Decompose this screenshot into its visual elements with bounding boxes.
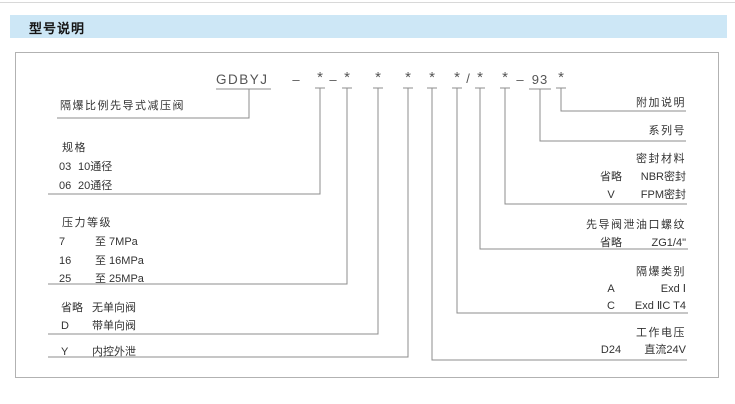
explosion-class-code: A xyxy=(607,283,615,295)
explosion-class-desc: Exd Ⅰ xyxy=(660,283,686,295)
check-valve-row: 省略 无单向阀 xyxy=(61,302,136,315)
valve-name-label: 隔爆比例先导式减压阀 xyxy=(60,100,185,112)
explosion-class-code: C xyxy=(607,300,615,312)
section-header-bar xyxy=(10,15,727,38)
pilot-thread-code: 省略 xyxy=(600,237,622,249)
drain-row: Y 内控外泄 xyxy=(61,346,136,359)
check-valve-row: D 带单向阀 xyxy=(61,320,136,333)
pilot-thread-row: 省略 ZG1/4" xyxy=(596,237,686,250)
drain-desc: 内控外泄 xyxy=(92,346,136,358)
spec-desc: 20通径 xyxy=(78,180,113,192)
additional-title: 附加说明 xyxy=(636,97,686,109)
model-code-star-5: * xyxy=(429,69,435,86)
spec-row: 03 10通径 xyxy=(59,161,112,174)
pressure-row: 16 至 16MPa xyxy=(59,255,144,268)
voltage-desc: 直流24V xyxy=(644,344,686,356)
pressure-row: 7 至 7MPa xyxy=(59,236,138,249)
model-code-series-93: 93 xyxy=(531,72,549,87)
model-code-star-1: * xyxy=(317,69,323,86)
seal-title: 密封材料 xyxy=(636,153,686,165)
series-no-title: 系列号 xyxy=(648,125,686,137)
seal-desc: NBR密封 xyxy=(640,171,686,183)
page-top-rule xyxy=(0,2,735,3)
spec-row: 06 20通径 xyxy=(59,180,112,193)
model-code-star-8: * xyxy=(502,69,508,86)
voltage-title: 工作电压 xyxy=(636,327,686,339)
pilot-thread-title: 先导阀泄油口螺纹 xyxy=(586,219,686,231)
explosion-class-row: C Exd ⅡC T4 xyxy=(596,300,686,313)
pressure-title: 压力等级 xyxy=(62,217,112,229)
model-code-star-3: * xyxy=(375,69,381,86)
spec-desc: 10通径 xyxy=(78,161,113,173)
pressure-code: 7 xyxy=(59,236,66,248)
seal-desc: FPM密封 xyxy=(640,189,686,201)
pressure-desc: 至 25MPa xyxy=(95,273,144,285)
seal-code: V xyxy=(607,189,615,201)
check-valve-desc: 带单向阀 xyxy=(92,320,136,332)
pressure-desc: 至 16MPa xyxy=(95,255,144,267)
spec-code: 06 xyxy=(59,180,72,192)
pressure-code: 16 xyxy=(59,255,72,267)
explosion-class-row: A Exd Ⅰ xyxy=(596,283,686,296)
model-code-star-4: * xyxy=(405,69,411,86)
voltage-code: D24 xyxy=(600,344,622,356)
model-code-dash-1: – xyxy=(292,72,300,87)
section-title: 型号说明 xyxy=(29,21,86,36)
spec-title: 规格 xyxy=(62,142,87,154)
pilot-thread-desc: ZG1/4" xyxy=(651,237,686,249)
explosion-class-desc: Exd ⅡC T4 xyxy=(634,300,686,312)
seal-code: 省略 xyxy=(600,171,622,183)
voltage-row: D24 直流24V xyxy=(596,344,686,357)
model-code-prefix: GDBYJ xyxy=(216,72,269,87)
model-code-star-7: * xyxy=(477,69,483,86)
check-valve-code: D xyxy=(61,320,69,332)
model-code-star-2: * xyxy=(344,69,350,86)
drain-code: Y xyxy=(61,346,69,358)
model-code-star-9: * xyxy=(558,69,564,86)
pressure-code: 25 xyxy=(59,273,72,285)
seal-row: 省略 NBR密封 xyxy=(596,171,686,184)
seal-row: V FPM密封 xyxy=(596,189,686,202)
model-code-star-6: * xyxy=(454,69,460,86)
pressure-row: 25 至 25MPa xyxy=(59,273,144,286)
spec-code: 03 xyxy=(59,161,72,173)
explosion-class-title: 隔爆类别 xyxy=(636,266,686,278)
model-code-dash-3: – xyxy=(516,72,524,87)
pressure-desc: 至 7MPa xyxy=(95,236,138,248)
model-code-slash: / xyxy=(466,71,470,86)
check-valve-code: 省略 xyxy=(61,302,83,314)
model-code-dash-2: – xyxy=(329,72,337,87)
check-valve-desc: 无单向阀 xyxy=(92,302,136,314)
